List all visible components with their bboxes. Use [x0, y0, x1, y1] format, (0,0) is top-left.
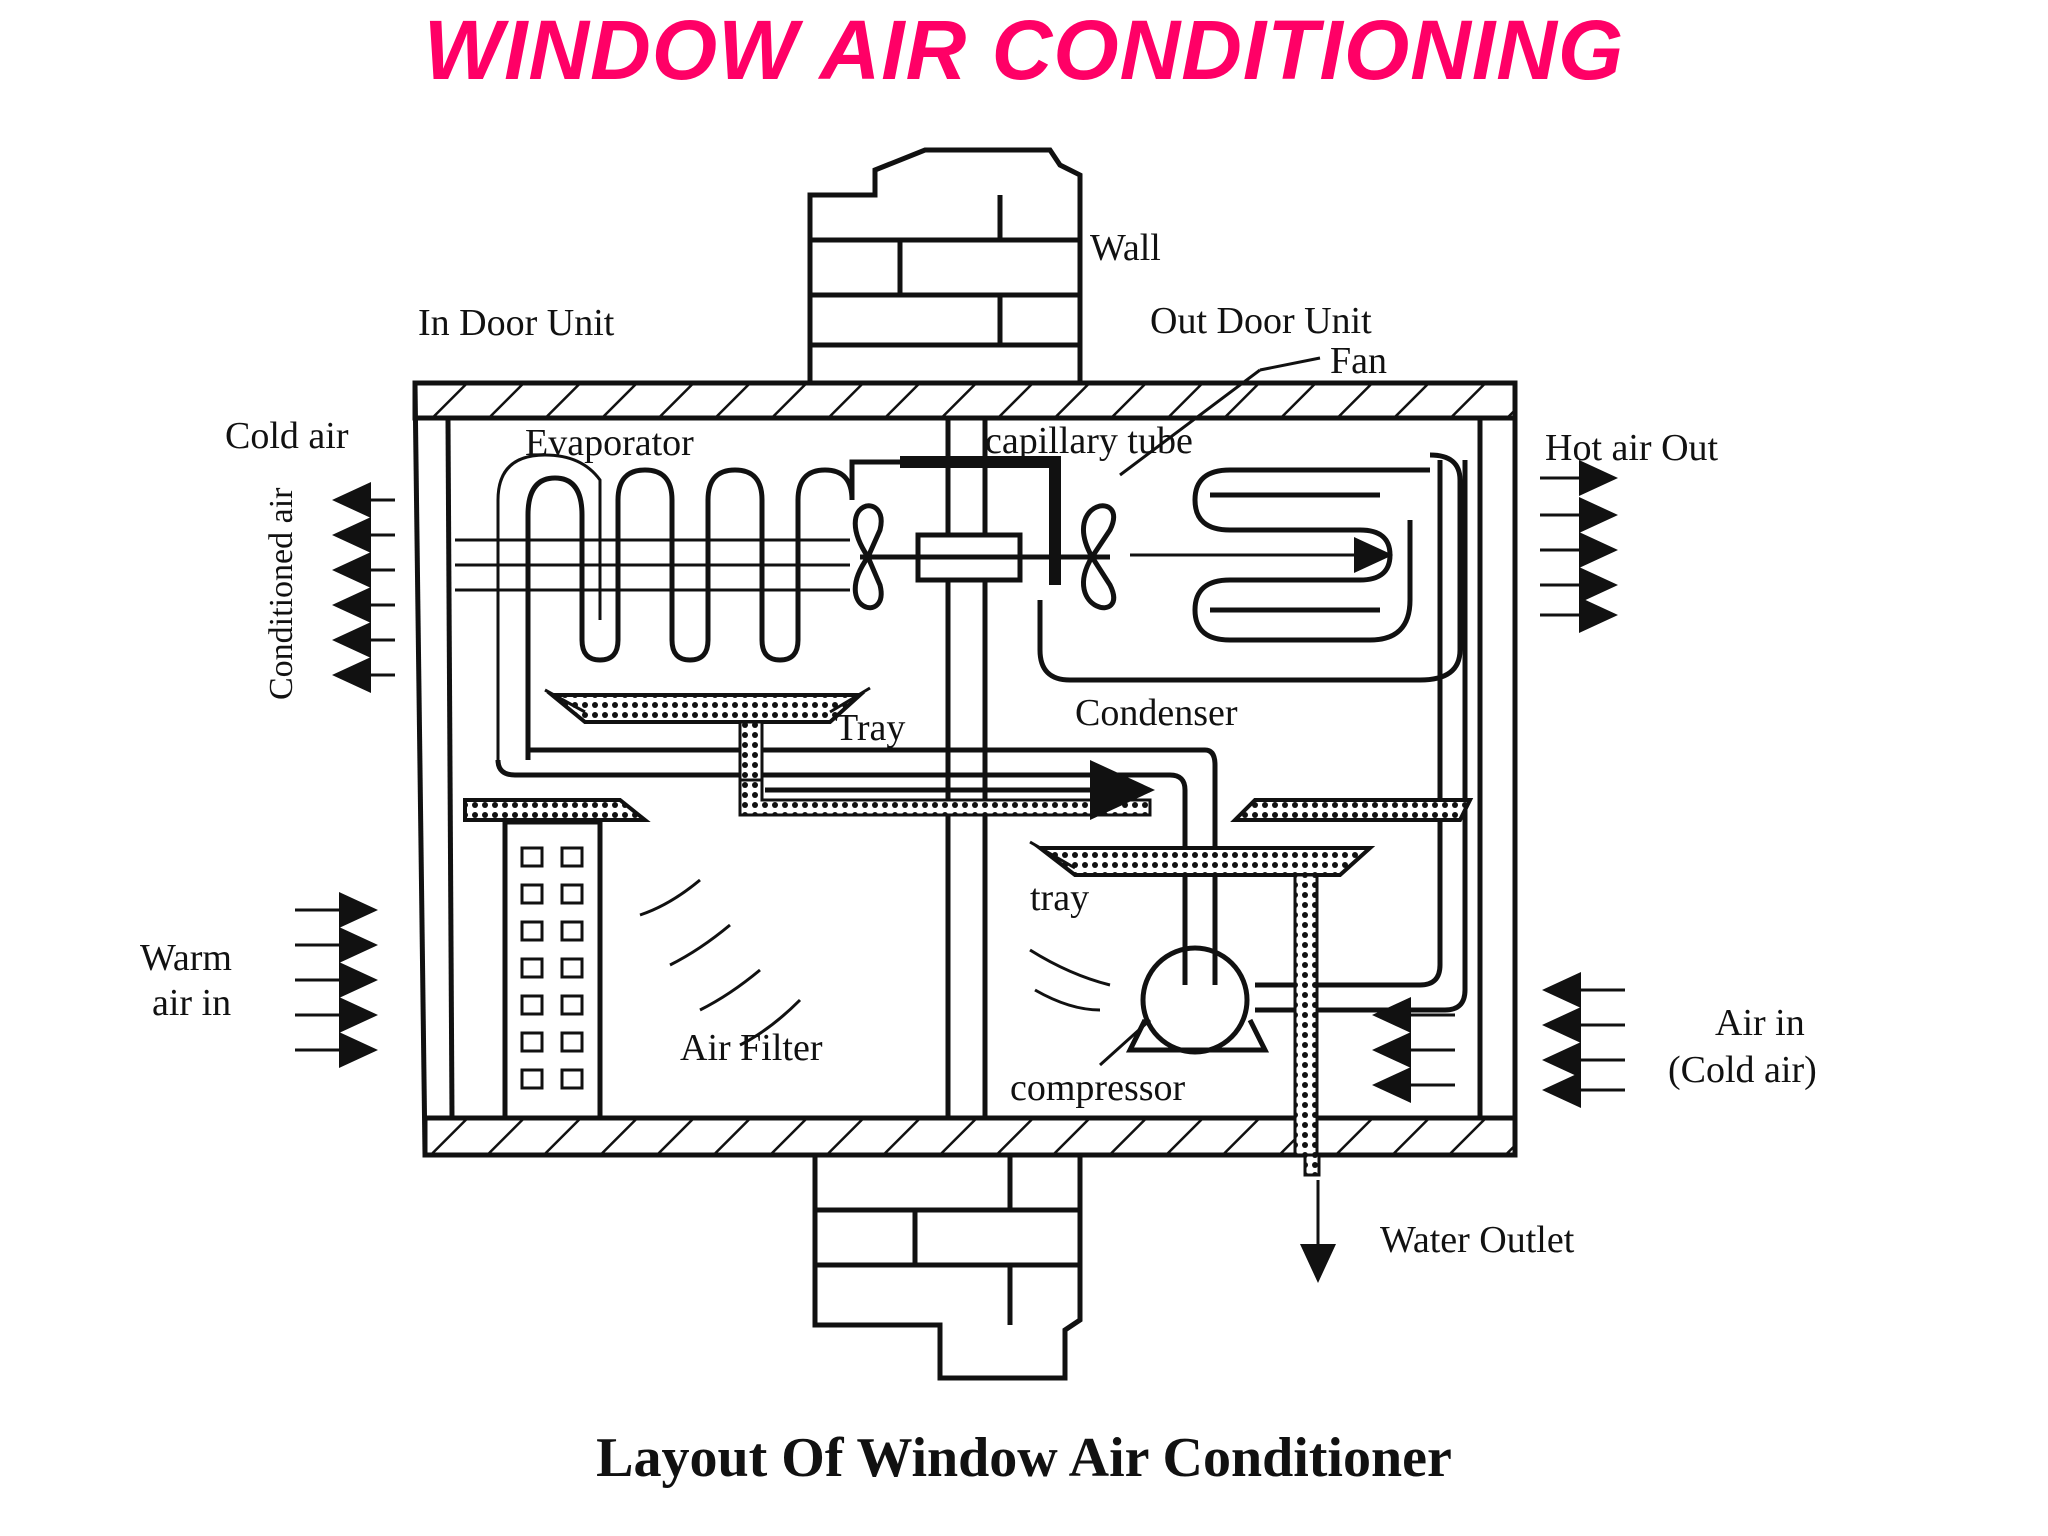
upper-tray	[544, 686, 1155, 820]
label-water-outlet: Water Outlet	[1380, 1219, 1575, 1261]
ac-cabinet	[412, 380, 1518, 1158]
wall-top	[807, 147, 1083, 385]
condenser-coil	[1130, 467, 1430, 643]
discharge-line	[1255, 460, 1468, 1013]
label-wall: Wall	[1090, 227, 1161, 269]
label-tray-upper: Tray	[835, 707, 905, 749]
evaporator-coil	[455, 453, 900, 760]
label-evaporator: Evaporator	[525, 422, 694, 464]
label-indoor-unit: In Door Unit	[418, 302, 615, 344]
diagram-caption: Layout Of Window Air Conditioner	[596, 1427, 1452, 1489]
label-warm-air-in-2: air in	[152, 982, 231, 1024]
wall-bottom	[812, 1155, 1083, 1381]
label-condenser: Condenser	[1075, 692, 1238, 734]
label-fan: Fan	[1330, 340, 1387, 382]
air-filter	[502, 819, 802, 1121]
lower-tray	[1029, 840, 1376, 1177]
label-air-filter: Air Filter	[680, 1027, 823, 1069]
hot-air-out-arrows	[1540, 460, 1618, 633]
label-outdoor-unit: Out Door Unit	[1150, 300, 1372, 342]
label-conditioned-air: Conditioned air	[263, 487, 300, 700]
warm-air-in-arrows	[295, 892, 378, 1068]
partition-shelves	[463, 798, 1474, 822]
label-air-in-cold-1: Air in	[1715, 1002, 1805, 1044]
label-hot-air-out: Hot air Out	[1545, 427, 1719, 469]
suction-line	[495, 747, 1218, 985]
slide-title: WINDOW AIR CONDITIONING	[423, 3, 1625, 97]
label-warm-air-in-1: Warm	[140, 937, 232, 979]
cold-air-in-arrows	[1372, 972, 1625, 1108]
compressor	[1029, 945, 1270, 1067]
fan-motor	[852, 356, 1321, 611]
label-capillary-tube: capillary tube	[985, 420, 1193, 462]
capillary-tube	[900, 452, 1463, 683]
label-cold-air: Cold air	[225, 415, 349, 457]
label-tray-lower: tray	[1030, 877, 1089, 919]
label-compressor: compressor	[1010, 1067, 1186, 1109]
label-air-in-cold-2: (Cold air)	[1668, 1049, 1817, 1091]
conditioned-air-arrows	[332, 482, 395, 693]
